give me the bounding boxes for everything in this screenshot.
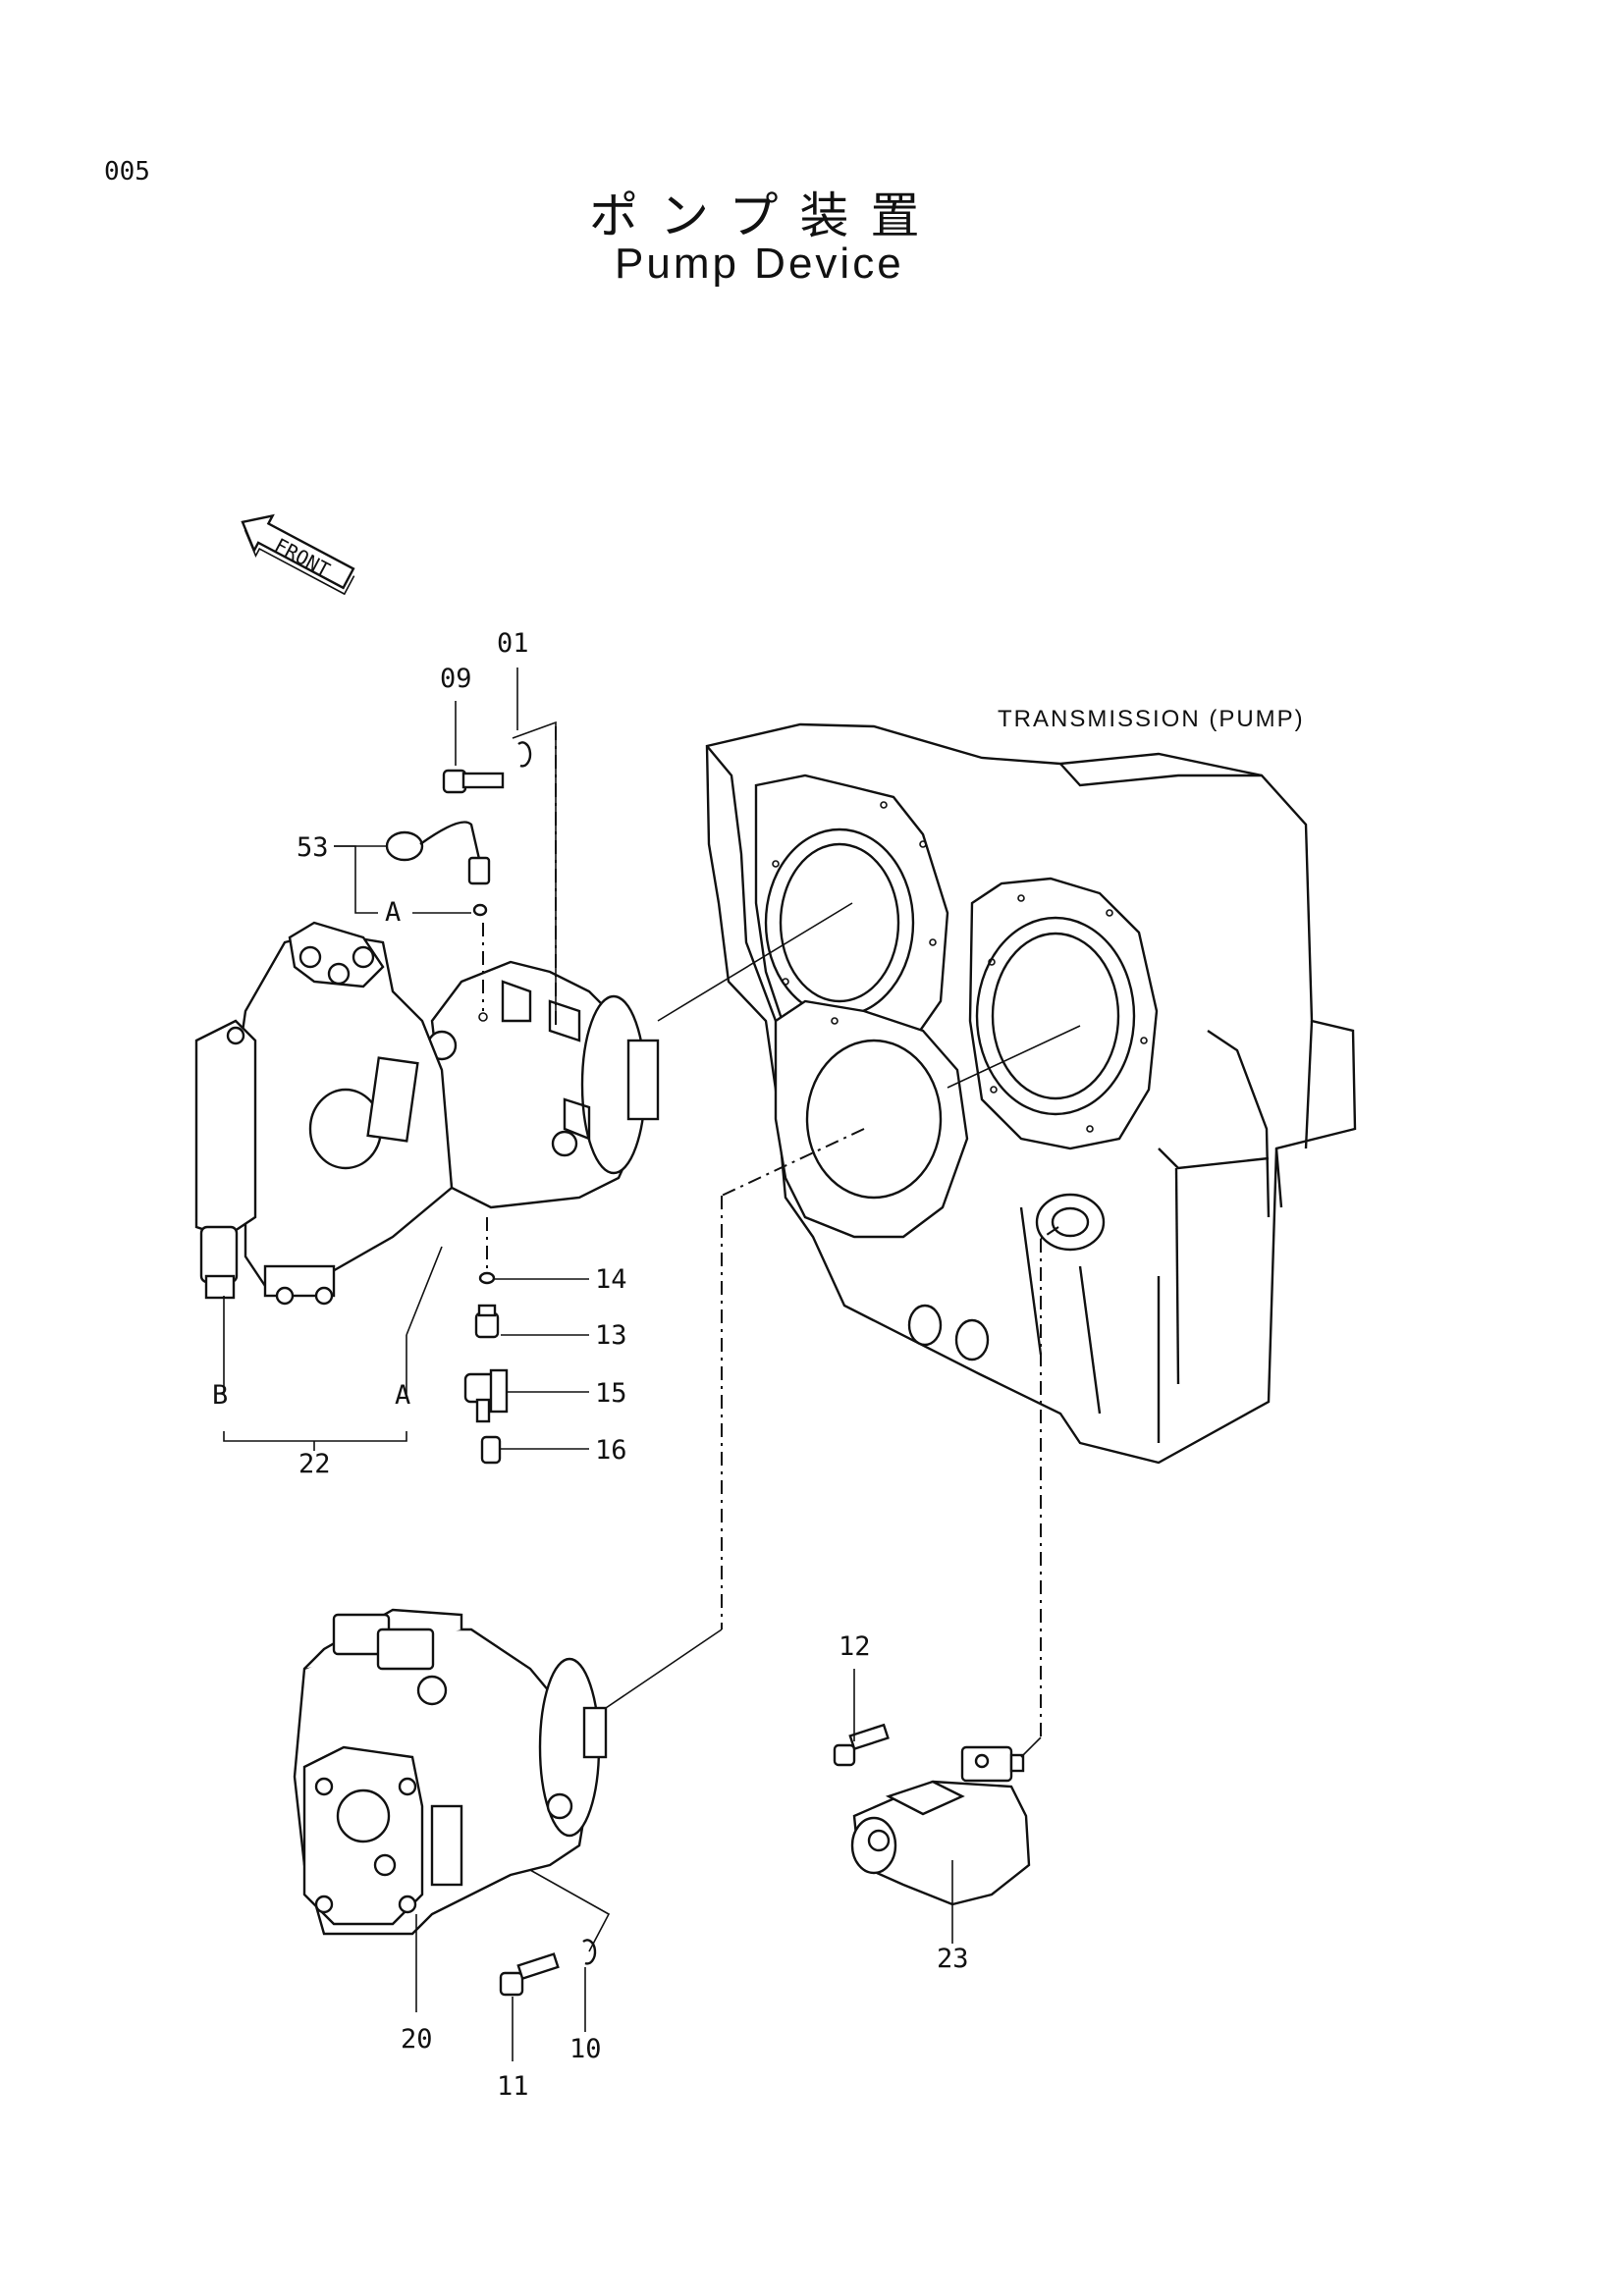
bolt-09 — [442, 769, 505, 794]
front-indicator: FRONT — [241, 513, 355, 596]
callout-13: 13 — [595, 1320, 627, 1351]
sensor-53 — [385, 821, 491, 885]
fitting-13 — [474, 1304, 500, 1339]
o-ring-a — [472, 903, 488, 1022]
pump-20 — [293, 1608, 608, 1936]
callout-10: 10 — [569, 2034, 602, 2064]
callout-23: 23 — [937, 1944, 969, 1974]
callout-15: 15 — [595, 1378, 627, 1409]
main-pump-22 — [194, 921, 660, 1306]
plug-16 — [480, 1435, 502, 1465]
callout-12: 12 — [839, 1631, 871, 1662]
title-english: Pump Device — [615, 240, 904, 288]
callout-01: 01 — [497, 628, 529, 659]
bolt-12 — [833, 1723, 890, 1767]
callout-20: 20 — [401, 2024, 433, 2055]
page-number: 005 — [104, 157, 150, 187]
arrow-left-icon — [241, 513, 355, 596]
ring-01 — [517, 741, 532, 768]
elbow-15 — [463, 1368, 509, 1423]
ring-10 — [582, 1939, 597, 1965]
callout-09: 09 — [440, 664, 472, 694]
callout-11: 11 — [497, 2071, 529, 2102]
callout-53: 53 — [297, 832, 329, 863]
callout-22: 22 — [298, 1449, 331, 1479]
leader-lines — [223, 667, 1081, 2061]
title-japanese: ポンプ装置 — [589, 187, 942, 244]
callout-16: 16 — [595, 1435, 627, 1466]
callout-14: 14 — [595, 1264, 627, 1295]
assembly-label: TRANSMISSION (PUMP) — [998, 706, 1305, 732]
callout-a-lower: A — [395, 1380, 410, 1411]
callout-b: B — [212, 1380, 228, 1411]
callout-a-upper: A — [385, 897, 401, 928]
bolt-11 — [499, 1952, 560, 1997]
o-ring-14 — [478, 1271, 496, 1285]
pump-23 — [850, 1745, 1031, 1906]
transmission-housing — [705, 722, 1357, 1465]
